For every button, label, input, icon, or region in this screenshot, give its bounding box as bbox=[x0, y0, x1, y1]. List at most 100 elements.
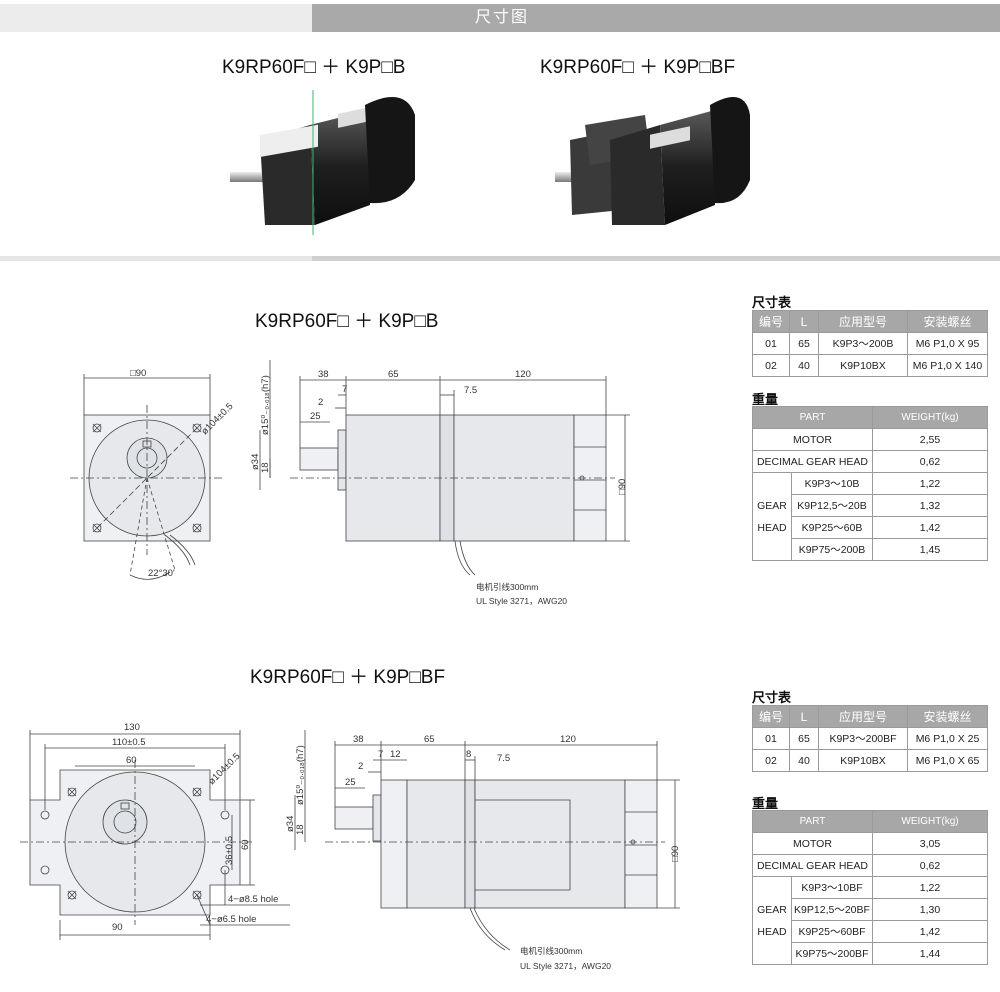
dim-90-bottom: 90 bbox=[112, 922, 123, 933]
table-cell: K9P12,5～20BF bbox=[791, 898, 873, 921]
table-header-cell: WEIGHT(kg) bbox=[872, 406, 988, 429]
dim-110: 110±0.5 bbox=[112, 737, 146, 748]
table-cell: K9P3～200B bbox=[818, 332, 908, 355]
weight-table-caption-2: 重量 bbox=[752, 796, 779, 811]
dim-65: 65 bbox=[388, 369, 399, 380]
table-cell: K9P25～60B bbox=[791, 516, 873, 539]
table-cell: 40 bbox=[789, 354, 819, 377]
dim-18-bf: 18 bbox=[295, 824, 306, 835]
separator-right bbox=[312, 256, 1000, 261]
section2-drawing: 130 110±0.5 60 ø104±0.5 36±0.5 60 4−ø8.5… bbox=[20, 722, 681, 971]
size-table-caption-1: 尺寸表 bbox=[752, 295, 792, 310]
table-cell: K9P10BX bbox=[818, 354, 908, 377]
dim-12: 12 bbox=[390, 749, 401, 760]
table-cell: 01 bbox=[752, 727, 790, 750]
table-cell: M6 P1,0 X 95 bbox=[907, 332, 988, 355]
separator-left bbox=[0, 256, 312, 261]
dim-dia34-bf: ø34 bbox=[285, 816, 296, 832]
table-header-cell: PART bbox=[752, 406, 873, 429]
table-cell: MOTOR bbox=[752, 832, 873, 855]
table-cell: M6 P1,0 X 140 bbox=[907, 354, 988, 377]
dim-sq90-side: □90 bbox=[617, 479, 628, 495]
table-header-cell: 编号 bbox=[752, 705, 790, 728]
dim-25-bf: 25 bbox=[345, 777, 356, 788]
dim-38: 38 bbox=[318, 369, 329, 380]
table-cell: 65 bbox=[789, 332, 819, 355]
weight-table-caption-1: 重量 bbox=[752, 392, 779, 407]
table-cell: 65 bbox=[789, 727, 819, 750]
header-title: 尺寸图 bbox=[474, 9, 529, 26]
dim-7-5-bf: 7.5 bbox=[497, 753, 510, 764]
table-cell: 1,42 bbox=[872, 920, 988, 943]
table-cell: 0,62 bbox=[872, 854, 988, 877]
table-cell: M6 P1,0 X 25 bbox=[907, 727, 988, 750]
table-header-cell: WEIGHT(kg) bbox=[872, 810, 988, 833]
dim-60-side: 60 bbox=[240, 839, 251, 850]
header-bar-left bbox=[0, 4, 312, 32]
table-cell: K9P12,5～20B bbox=[791, 494, 873, 517]
dim-120-bf: 120 bbox=[560, 734, 576, 745]
table-cell: 40 bbox=[789, 749, 819, 772]
table-header-cell: 编号 bbox=[752, 310, 790, 333]
section1-title: K9RP60F□ ＋ K9P□B bbox=[255, 311, 439, 332]
dim-18: 18 bbox=[260, 462, 271, 473]
dim-shaft-bf: ø15⁰₋₀.₀₁₈(h7) bbox=[295, 745, 306, 805]
dim-38-bf: 38 bbox=[353, 734, 364, 745]
dim-2-bf: 2 bbox=[358, 761, 363, 772]
wire-note-2: UL Style 3271，AWG20 bbox=[476, 596, 567, 606]
dim-dia104-bf: ø104±0.5 bbox=[206, 751, 242, 787]
table-cell: 1,22 bbox=[872, 472, 988, 495]
dim-25: 25 bbox=[310, 411, 321, 422]
table-cell: 1,30 bbox=[872, 898, 988, 921]
table-cell: 2,55 bbox=[872, 428, 988, 451]
table-cell: K9P25～60BF bbox=[791, 920, 873, 943]
table-cell: DECIMAL GEAR HEAD bbox=[752, 450, 873, 473]
table-cell: K9P75～200BF bbox=[791, 942, 873, 965]
dim-36: 36±0.5 bbox=[224, 836, 235, 865]
table-cell: DECIMAL GEAR HEAD bbox=[752, 854, 873, 877]
table-header-cell: PART bbox=[752, 810, 873, 833]
dim-120: 120 bbox=[515, 369, 531, 380]
product-title-bf: K9RP60F□ ＋ K9P□BF bbox=[540, 57, 736, 78]
dim-angle: 22°30' bbox=[148, 568, 175, 579]
table-cell: 1,45 bbox=[872, 538, 988, 561]
hole-85: 4−ø8.5 hole bbox=[228, 894, 278, 905]
dim-dia34: ø34 bbox=[250, 454, 261, 470]
table-cell: M6 P1,0 X 65 bbox=[907, 749, 988, 772]
table-header-cell: 安装螺丝 bbox=[907, 310, 988, 333]
dim-2: 2 bbox=[318, 397, 323, 408]
table-cell: 1,42 bbox=[872, 516, 988, 539]
table-cell: 0,62 bbox=[872, 450, 988, 473]
table-header-cell: 应用型号 bbox=[818, 705, 908, 728]
table-header-cell: 应用型号 bbox=[818, 310, 908, 333]
table-cell: 01 bbox=[752, 332, 790, 355]
table-cell: K9P10BX bbox=[818, 749, 908, 772]
table-cell: K9P3～10B bbox=[791, 472, 873, 495]
table-cell: 02 bbox=[752, 354, 790, 377]
table-cell: MOTOR bbox=[752, 428, 873, 451]
dim-130: 130 bbox=[124, 722, 140, 733]
size-table-caption-2: 尺寸表 bbox=[752, 690, 792, 705]
table-cell: 3,05 bbox=[872, 832, 988, 855]
table-cell: K9P75～200B bbox=[791, 538, 873, 561]
table-cell: 1,22 bbox=[872, 876, 988, 899]
dim-8: 8 bbox=[466, 749, 471, 760]
